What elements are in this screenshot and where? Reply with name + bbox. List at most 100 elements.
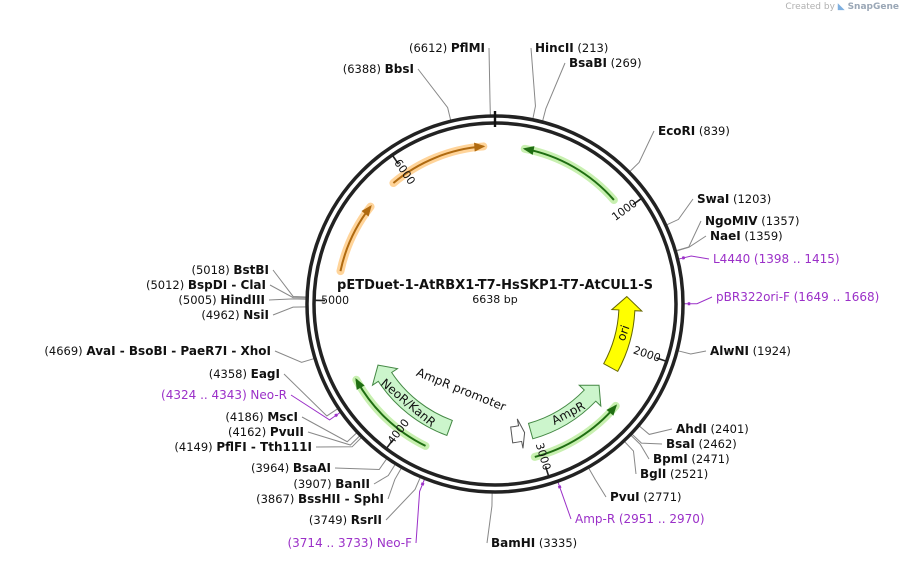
orf-arc-0 bbox=[524, 147, 615, 201]
site-label-ahdi: AhdI (2401) bbox=[676, 422, 749, 436]
feature-ori bbox=[603, 295, 644, 373]
primer-label-neo-r: (4324 .. 4343) Neo-R bbox=[161, 388, 287, 402]
site-label-hincii: HincII (213) bbox=[535, 41, 608, 55]
site-leader-bpmi bbox=[629, 434, 650, 460]
site-label-pflmi: (6612) PflMI bbox=[409, 41, 485, 55]
site-label-bstbi: (5018) BstBI bbox=[191, 263, 269, 277]
leader-lines bbox=[268, 47, 713, 544]
primer-leader-neo-r bbox=[290, 394, 342, 421]
tick-mark-4000 bbox=[385, 439, 394, 450]
site-leader-pflmi bbox=[488, 47, 491, 117]
orf-glow-1 bbox=[336, 202, 375, 276]
primer-mark-neo-r bbox=[334, 413, 338, 418]
site-leader-banii bbox=[373, 463, 397, 485]
primer-label-neo-f: (3714 .. 3733) Neo-F bbox=[287, 536, 412, 550]
label-layer: (6612) PflMI (6388) BbsI HincII (213)BsaBI… bbox=[44, 41, 879, 550]
primer-leader-l4440 bbox=[677, 255, 710, 260]
site-leader-pvuii bbox=[307, 431, 361, 446]
primer-leader-amp-r bbox=[557, 481, 572, 520]
orf-arrowhead-0 bbox=[522, 146, 535, 155]
site-label-bsaai: (3964) BsaAI bbox=[251, 461, 331, 475]
snapgene-credit: Created by ◣ SnapGene bbox=[785, 2, 899, 12]
orf-arrowhead-2 bbox=[474, 142, 486, 152]
primer-mark-amp-r bbox=[557, 485, 562, 489]
site-label-bspdi-clai: (5012) BspDI - ClaI bbox=[146, 278, 266, 292]
site-leader-bstbi bbox=[272, 269, 308, 298]
primer-mark-neo-f bbox=[420, 482, 425, 486]
site-leader-bsai bbox=[630, 433, 663, 445]
orf-layer bbox=[336, 142, 620, 461]
site-label-ngomiv: NgoMIV (1357) bbox=[705, 214, 799, 228]
site-label-bpmi: BpmI (2471) bbox=[653, 452, 730, 466]
plasmid-name: pETDuet-1-AtRBX1-T7-HsSKP1-T7-AtCUL1-S bbox=[337, 278, 653, 293]
site-label-pvui: PvuI (2771) bbox=[610, 490, 682, 504]
site-label-swai: SwaI (1203) bbox=[697, 192, 771, 206]
site-label-bbsi: (6388) BbsI bbox=[343, 62, 414, 76]
site-leader-alwni bbox=[677, 350, 707, 355]
site-leader-bgli bbox=[623, 440, 637, 475]
plasmid-size: 6638 bp bbox=[472, 293, 517, 306]
orf-arc-3 bbox=[534, 405, 617, 458]
tick-label-2000: 2000 bbox=[632, 344, 663, 365]
site-leader-rsrii bbox=[385, 476, 422, 521]
site-leader-hincii bbox=[530, 47, 536, 120]
site-label-hindiii: (5005) HindIII bbox=[178, 293, 265, 307]
feature-ampr bbox=[527, 384, 602, 440]
site-leader-bamhi bbox=[486, 491, 493, 544]
tick-mark-2000 bbox=[655, 357, 667, 363]
site-leader-bsshii-sphi bbox=[387, 467, 403, 500]
site-label-bamhi: BamHI (3335) bbox=[491, 536, 577, 550]
site-leader-ngomiv bbox=[675, 220, 702, 252]
site-leader-ahdi bbox=[638, 424, 673, 435]
credit-brand: SnapGene bbox=[847, 2, 899, 12]
site-label-bsshii-sphi: (3867) BssHII - SphI bbox=[256, 492, 384, 506]
tick-mark-1000 bbox=[632, 197, 643, 206]
site-leader-bbsi bbox=[417, 68, 452, 122]
site-leader-avai-bsobi-paer7i-xhoi bbox=[274, 350, 316, 363]
site-leader-bsaai bbox=[334, 457, 388, 471]
site-label-rsrii: (3749) RsrII bbox=[309, 513, 382, 527]
site-leader-pflfi-tth111i bbox=[315, 436, 363, 448]
tick-label-5000: 5000 bbox=[321, 293, 349, 307]
orf-arc-2 bbox=[392, 145, 484, 184]
primer-label-l4440: L4440 (1398 .. 1415) bbox=[713, 252, 840, 266]
site-label-nsii: (4962) NsiI bbox=[201, 308, 269, 322]
primer-label-amp-r: Amp-R (2951 .. 2970) bbox=[575, 512, 705, 526]
feature-neor-kanr bbox=[371, 364, 453, 437]
orf-arrowhead-1 bbox=[361, 205, 372, 217]
site-label-naei: NaeI (1359) bbox=[710, 229, 783, 243]
feature-ampr-promoter bbox=[510, 418, 526, 449]
feature-label-ampr-promoter: AmpR promoter bbox=[414, 365, 508, 414]
site-leader-pvui bbox=[587, 467, 607, 498]
site-label-msci: (4186) MscI bbox=[225, 410, 298, 424]
site-label-pflfi-tth111i: (4149) PflFI - Tth111I bbox=[174, 440, 312, 454]
site-leader-msci bbox=[301, 416, 358, 443]
site-label-alwni: AlwNI (1924) bbox=[710, 344, 791, 358]
site-label-ecori: EcoRI (839) bbox=[658, 124, 730, 138]
site-leader-bsabi bbox=[541, 62, 566, 123]
site-label-eagi: (4358) EagI bbox=[209, 367, 280, 381]
feature-label-ori: ori bbox=[614, 323, 632, 342]
primer-label-pbr322ori-f: pBR322ori-F (1649 .. 1668) bbox=[716, 290, 879, 304]
tick-mark-3000 bbox=[544, 466, 550, 478]
site-label-bsabi: BsaBI (269) bbox=[569, 56, 642, 70]
tick-mark-6000 bbox=[391, 154, 400, 165]
site-leader-bspdi-clai bbox=[269, 284, 308, 299]
site-leader-eagi bbox=[283, 373, 339, 417]
credit-prefix: Created by bbox=[785, 2, 835, 12]
primer-leader-neo-f bbox=[415, 478, 426, 544]
site-leader-swai bbox=[665, 198, 694, 226]
site-label-bsai: BsaI (2462) bbox=[666, 437, 737, 451]
site-label-banii: (3907) BanII bbox=[293, 477, 370, 491]
snapgene-logo-icon: ◣ bbox=[837, 2, 845, 12]
site-leader-ecori bbox=[628, 130, 655, 173]
site-label-avai-bsobi-paer7i-xhoi: (4669) AvaI - BsoBI - PaeR7I - XhoI bbox=[44, 344, 271, 358]
primer-mark-l4440 bbox=[681, 256, 685, 260]
site-leader-hindiii bbox=[268, 298, 308, 301]
orf-arc-4 bbox=[355, 379, 426, 447]
site-leader-nsii bbox=[272, 306, 308, 316]
orf-arrowhead-4 bbox=[355, 378, 365, 390]
orf-arrowhead-3 bbox=[606, 404, 618, 416]
site-label-bgli: BglI (2521) bbox=[640, 467, 708, 481]
